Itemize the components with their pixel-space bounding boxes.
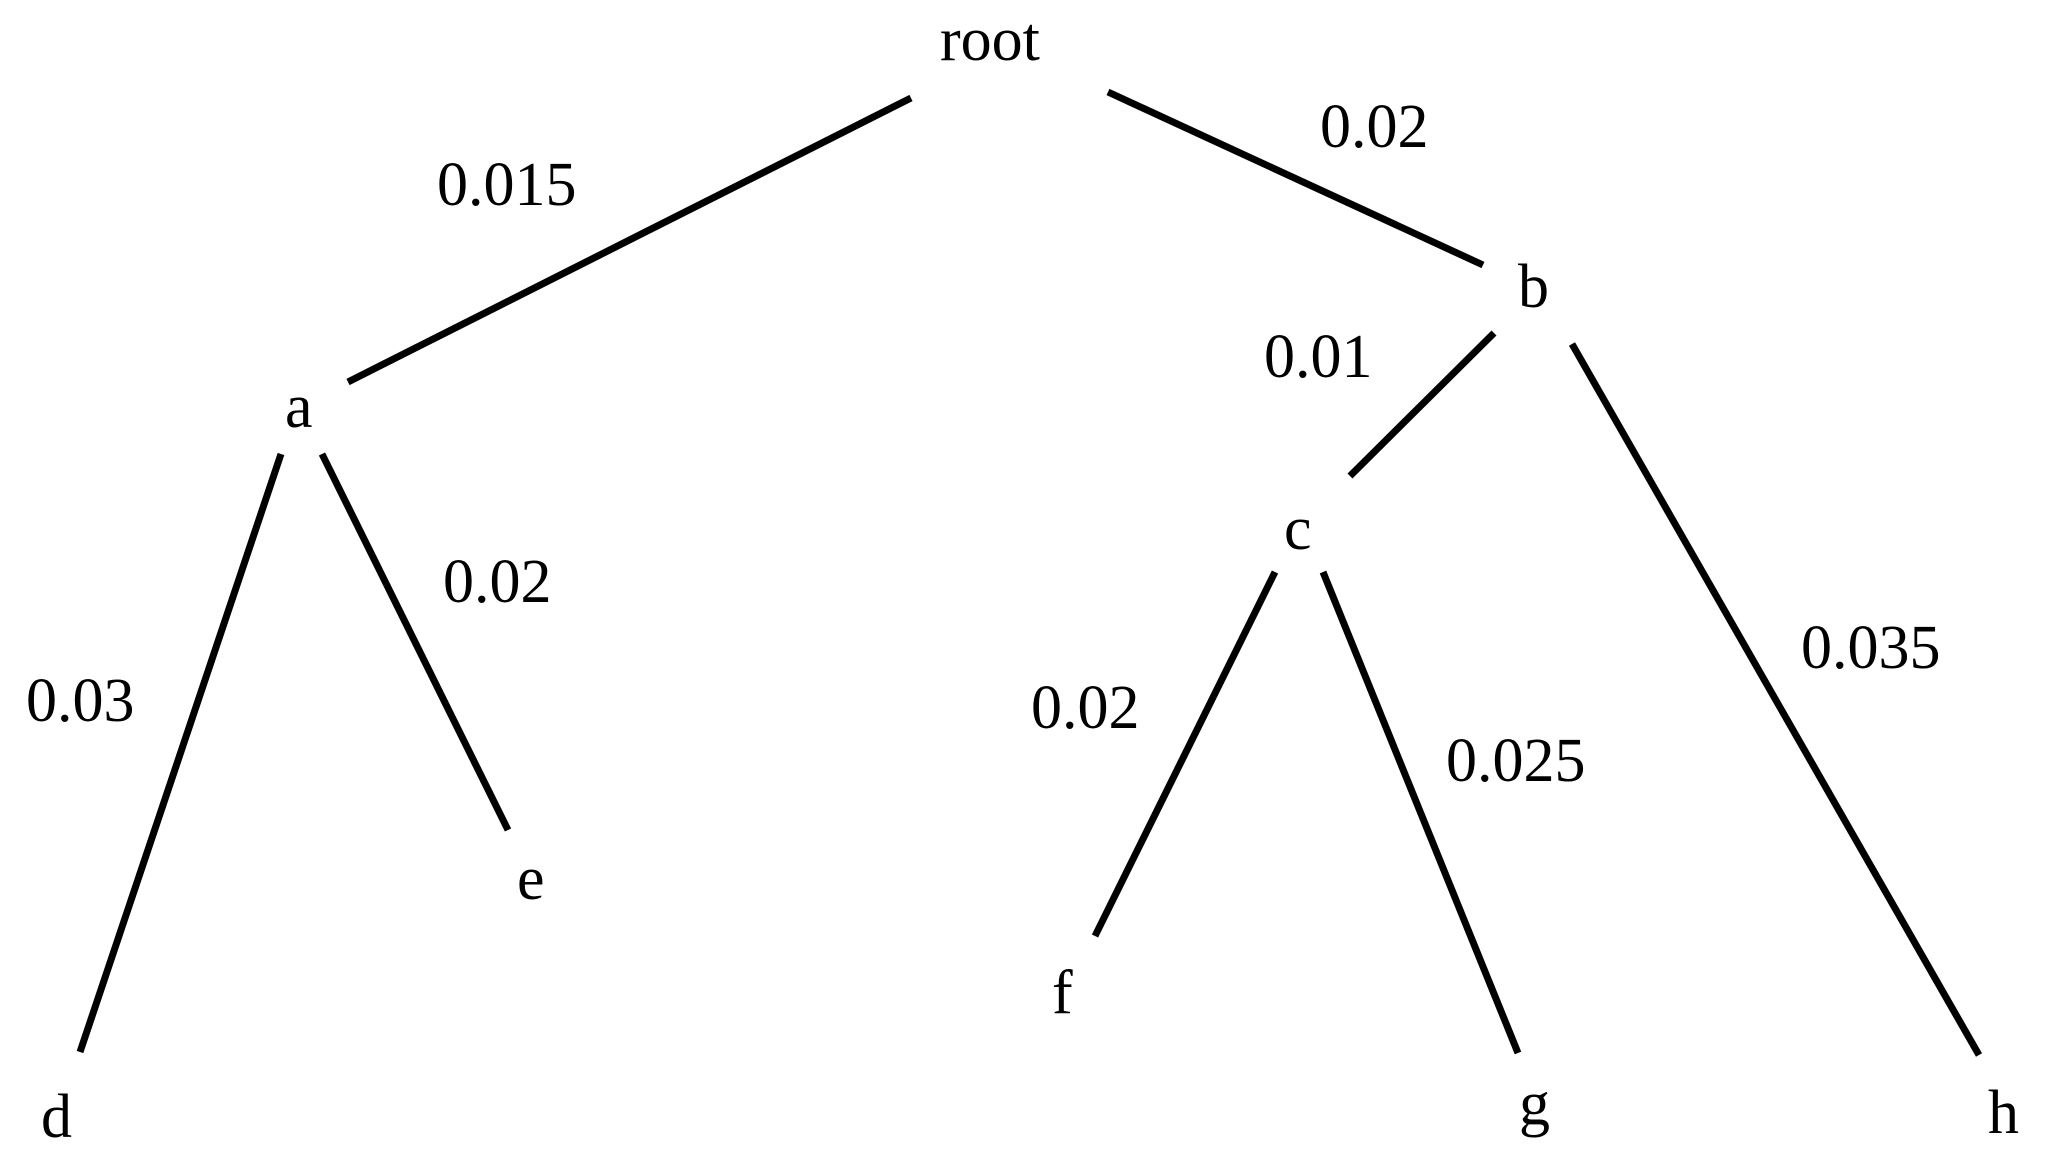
tree-node-e: e [517, 845, 545, 913]
tree-node-f: f [1052, 959, 1073, 1027]
tree-edge-a-e [318, 452, 512, 832]
tree-edge-c-g [1319, 570, 1522, 1055]
tree-node-g: g [1519, 1070, 1550, 1138]
edge-weight-c-g: 0.025 [1446, 727, 1586, 795]
tree-edge-a-d [76, 452, 285, 1054]
edge-weight-a-d: 0.03 [26, 667, 135, 735]
tree-node-a: a [285, 373, 313, 441]
edge-weight-b-c: 0.01 [1264, 323, 1373, 391]
tree-node-c: c [1284, 495, 1312, 563]
tree-edge-root-a [346, 94, 913, 386]
edge-weight-a-e: 0.02 [443, 548, 552, 616]
edge-weight-root-b: 0.02 [1320, 93, 1429, 161]
edge-weight-c-f: 0.02 [1031, 674, 1140, 742]
tree-node-b: b [1518, 253, 1549, 321]
tree-edge-b-h [1568, 342, 1983, 1057]
edge-weight-b-h: 0.035 [1801, 614, 1941, 682]
tree-edge-b-c [1347, 330, 1497, 479]
tree-node-root: root [940, 6, 1040, 74]
edge-line-group [76, 88, 1983, 1057]
edge-weight-root-a: 0.015 [437, 151, 577, 219]
tree-node-h: h [1988, 1079, 2019, 1147]
tree-edge-c-f [1091, 570, 1279, 938]
tree-node-d: d [41, 1083, 72, 1151]
tree-edge-root-b [1106, 88, 1485, 269]
